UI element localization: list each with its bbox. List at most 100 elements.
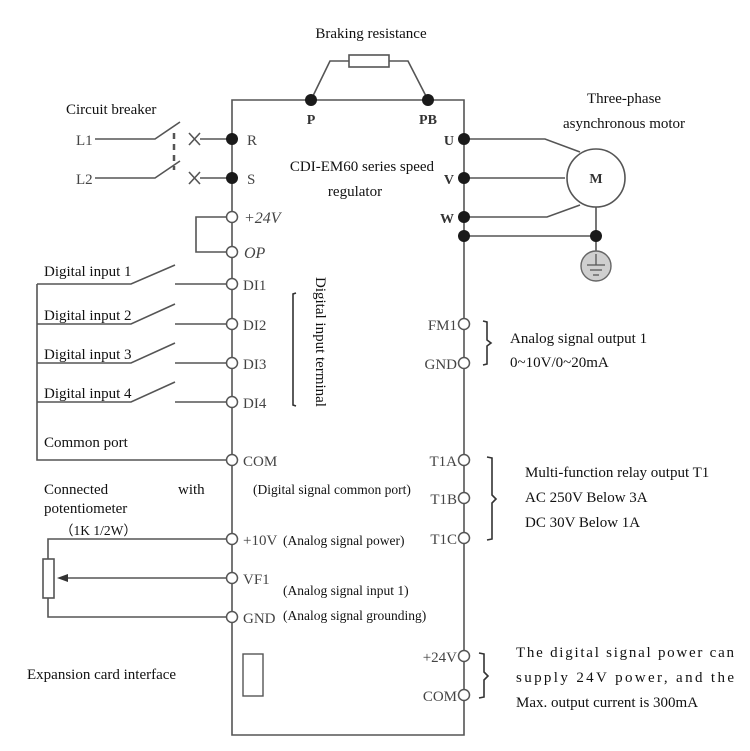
terminal-t1a-label: T1A: [430, 454, 458, 470]
terminal-gnd-right[interactable]: [457, 356, 471, 370]
relay-output-brace: [486, 456, 498, 541]
terminal-gnd-left[interactable]: [225, 610, 239, 624]
pot-bottom-wire: [47, 598, 232, 618]
terminal-fm1-label: FM1: [428, 318, 457, 334]
digital-input-3-label: Digital input 3: [44, 347, 132, 363]
terminal-s-label: S: [247, 172, 255, 188]
digital-input-terminal-label: Digital input terminal: [312, 277, 328, 407]
braking-resistor: [348, 54, 390, 68]
motor-label-line2: asynchronous motor: [563, 116, 685, 132]
terminal-w-dot[interactable]: [458, 211, 470, 223]
terminal-r-label: R: [247, 133, 257, 149]
digital-input-1: Digital input 1: [37, 264, 232, 285]
terminal-t1c-label: T1C: [430, 532, 457, 548]
potentiometer-label-connected: Connected: [44, 482, 109, 498]
terminal-10v[interactable]: [225, 532, 239, 546]
terminal-fm1[interactable]: [457, 317, 471, 331]
terminal-u-label: U: [444, 134, 454, 149]
common-port-label: Common port: [44, 435, 129, 451]
potentiometer-label: potentiometer: [44, 501, 127, 517]
terminal-s-dot[interactable]: [226, 172, 238, 184]
terminal-t1c[interactable]: [457, 531, 471, 545]
terminal-pb-label: PB: [419, 113, 437, 128]
terminal-com-left-label: COM: [243, 454, 277, 470]
terminal-com-right-label: COM: [423, 689, 457, 705]
potentiometer-resistor: [42, 558, 55, 599]
terminal-r-dot[interactable]: [226, 133, 238, 145]
terminal-p-label: P: [307, 113, 316, 128]
terminal-di2[interactable]: [225, 317, 239, 331]
di3-switch: [37, 342, 232, 364]
terminal-pb-dot[interactable]: [422, 94, 434, 106]
power-output-brace: [478, 652, 490, 699]
potentiometer-label-with: with: [178, 482, 205, 498]
digital-input-2: Digital input 2: [37, 303, 232, 325]
l2-breaker-wire: [95, 160, 181, 179]
expansion-card-label: Expansion card interface: [27, 667, 176, 683]
terminal-di3[interactable]: [225, 356, 239, 370]
u-wire: [464, 138, 581, 153]
rs-wires: [200, 138, 232, 179]
terminal-t1b[interactable]: [457, 491, 471, 505]
potentiometer-spec: （1K 1/2W）: [60, 523, 137, 538]
terminal-24v-left-label: +24V: [244, 210, 283, 227]
digital-input-1-label: Digital input 1: [44, 264, 132, 280]
terminal-com-left[interactable]: [225, 453, 239, 467]
relay-label-3: DC 30V Below 1A: [525, 515, 640, 531]
terminal-v-dot[interactable]: [458, 172, 470, 184]
terminal-24v-right-label: +24V: [423, 650, 457, 666]
l1-breaker-wire: [95, 121, 181, 140]
l1-label: L1: [76, 133, 93, 149]
terminal-di1[interactable]: [225, 277, 239, 291]
motor-symbol: M: [589, 172, 602, 187]
ground-icon: [580, 250, 612, 282]
ground-wire: [464, 207, 597, 253]
analog-output-label-1: Analog signal output 1: [510, 331, 647, 347]
terminal-24v-left[interactable]: [225, 210, 239, 224]
w-wire: [464, 204, 581, 218]
terminal-u-dot[interactable]: [458, 133, 470, 145]
terminal-t1a[interactable]: [457, 453, 471, 467]
terminal-gnd-left-label: GND: [243, 611, 276, 627]
braking-wire-left: [310, 60, 349, 101]
terminal-vf1[interactable]: [225, 571, 239, 585]
relay-label-2: AC 250V Below 3A: [525, 490, 648, 506]
regulator-title-line2: regulator: [328, 184, 382, 200]
terminal-di4-label: DI4: [243, 396, 267, 412]
breaker-x-icon-2: [188, 171, 201, 185]
terminal-di4[interactable]: [225, 395, 239, 409]
terminal-op-label: OP: [244, 245, 266, 262]
terminal-p-dot[interactable]: [305, 94, 317, 106]
braking-resistance-label: Braking resistance: [315, 26, 427, 42]
digital-input-brace: [292, 292, 297, 407]
digital-input-4-label: Digital input 4: [44, 386, 132, 402]
terminal-t1b-label: T1B: [430, 492, 457, 508]
braking-wire-right: [389, 60, 429, 101]
terminal-di3-label: DI3: [243, 357, 266, 373]
common-bus-wire: [36, 284, 232, 461]
breaker-x-icon-1: [188, 132, 201, 146]
jumper-wire: [195, 216, 232, 253]
terminal-pe-dot[interactable]: [458, 230, 470, 242]
terminal-op[interactable]: [225, 245, 239, 259]
analog-output-brace: [482, 320, 493, 366]
terminal-w-label: W: [440, 212, 454, 227]
analog-output-label-2: 0~10V/0~20mA: [510, 355, 609, 371]
terminal-24v-right[interactable]: [457, 649, 471, 663]
ground-junction-dot: [590, 230, 602, 242]
digital-signal-common-label: (Digital signal common port): [253, 482, 411, 497]
analog-signal-grounding-label: (Analog signal grounding): [283, 608, 426, 623]
terminal-vf1-label: VF1: [243, 572, 270, 588]
digital-input-4: Digital input 4: [37, 381, 232, 403]
terminal-10v-label: +10V: [243, 533, 277, 549]
relay-label-1: Multi-function relay output T1: [525, 465, 709, 481]
terminal-di1-label: DI1: [243, 278, 266, 294]
motor-label-line1: Three-phase: [587, 91, 661, 107]
terminal-di2-label: DI2: [243, 318, 266, 334]
expansion-card-slot[interactable]: [242, 653, 264, 697]
di4-switch: [37, 381, 232, 403]
circuit-breaker-label: Circuit breaker: [66, 102, 156, 118]
terminal-com-right[interactable]: [457, 688, 471, 702]
